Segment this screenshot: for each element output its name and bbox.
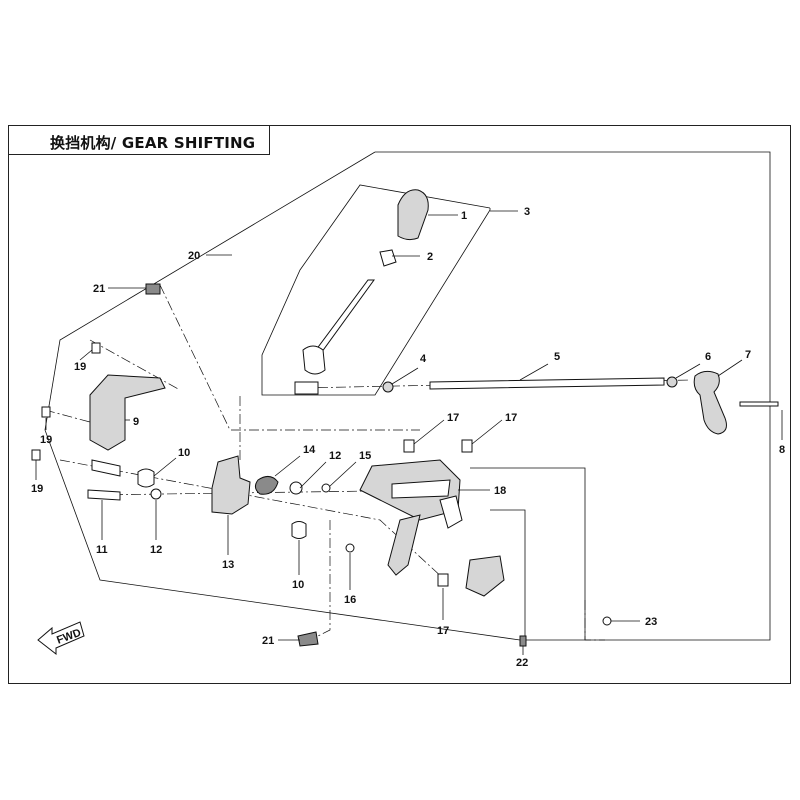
centerline-pivot [59, 459, 446, 581]
assembly-3-outline [261, 184, 491, 396]
leader-lines [35, 210, 783, 655]
centerline-lever [309, 520, 331, 641]
rod-nut-left [382, 381, 394, 393]
mount-bracket [89, 374, 166, 451]
callout-19a: 19 [74, 361, 86, 373]
bolt-19a [91, 342, 101, 354]
shift-rod [429, 377, 665, 390]
shift-knob [397, 189, 429, 241]
pivot-pin [87, 489, 121, 501]
washer-15 [321, 483, 331, 493]
fwd-arrow-icon [37, 621, 85, 656]
callout-8: 8 [779, 444, 785, 456]
diagram-frame [8, 125, 791, 684]
washer-left [150, 488, 162, 500]
callout-13: 13 [222, 559, 234, 571]
sub-outline-18b [490, 509, 526, 640]
bolt-19c [31, 449, 41, 461]
callout-17c: 17 [437, 625, 449, 637]
sub-outline-18 [470, 467, 586, 640]
assembly-20-outline [44, 151, 771, 641]
callout-17a: 17 [447, 412, 459, 424]
callout-23: 23 [645, 616, 657, 628]
shift-arm [693, 370, 727, 435]
callout-19c: 19 [31, 483, 43, 495]
callout-5: 5 [554, 351, 560, 363]
callout-18: 18 [494, 485, 506, 497]
callout-17b: 17 [505, 412, 517, 424]
lever-bracket [211, 455, 251, 515]
gate-arm [439, 495, 463, 529]
shift-lever-base [302, 345, 326, 375]
callout-1: 1 [461, 210, 467, 222]
bolt-17b [461, 439, 473, 453]
callout-7: 7 [745, 349, 751, 361]
callout-11: 11 [96, 544, 108, 556]
clip-21a [145, 283, 161, 295]
arm-bolt [739, 401, 779, 407]
callout-21b: 21 [262, 635, 274, 647]
fwd-label: FWD [55, 627, 83, 647]
callout-15: 15 [359, 450, 371, 462]
diagram-title: 换挡机构/ GEAR SHIFTING [50, 134, 256, 152]
clip-21b [297, 631, 319, 647]
return-spring [254, 476, 279, 495]
gate-lever [387, 514, 421, 576]
callout-2: 2 [427, 251, 433, 263]
callout-14: 14 [303, 444, 316, 456]
knob-nut [379, 249, 397, 267]
callout-10a: 10 [178, 447, 190, 459]
callout-22: 22 [516, 657, 528, 669]
bolt-17a [403, 439, 415, 453]
bushing-upper [137, 468, 155, 488]
nut-23 [602, 616, 612, 626]
callout-3: 3 [524, 206, 530, 218]
centerline-bracket [89, 339, 181, 391]
pivot-shaft [91, 459, 121, 477]
gate-slot [391, 479, 451, 499]
shift-lever-foot [294, 381, 319, 395]
gate-boot [465, 555, 505, 597]
washer-mid [289, 481, 303, 495]
callout-6: 6 [705, 351, 711, 363]
callout-19b: 19 [40, 434, 52, 446]
callout-16: 16 [344, 594, 356, 606]
callout-4: 4 [420, 353, 427, 365]
bolt-17c [437, 573, 449, 587]
callout-9: 9 [133, 416, 139, 428]
callout-21a: 21 [93, 283, 105, 295]
callout-10b: 10 [292, 579, 304, 591]
title-box [8, 125, 270, 155]
bushing-lower [291, 521, 307, 539]
centerline-upper [159, 284, 420, 431]
centerline-19b [44, 409, 121, 431]
centerline-23 [584, 600, 605, 641]
bolt-19b [41, 406, 51, 418]
cotter-pin-22 [519, 635, 527, 647]
callout-20: 20 [188, 250, 200, 262]
washer-16 [345, 543, 355, 553]
rod-nut-right [666, 376, 678, 388]
callout-12a: 12 [150, 544, 162, 556]
callout-12b: 12 [329, 450, 341, 462]
